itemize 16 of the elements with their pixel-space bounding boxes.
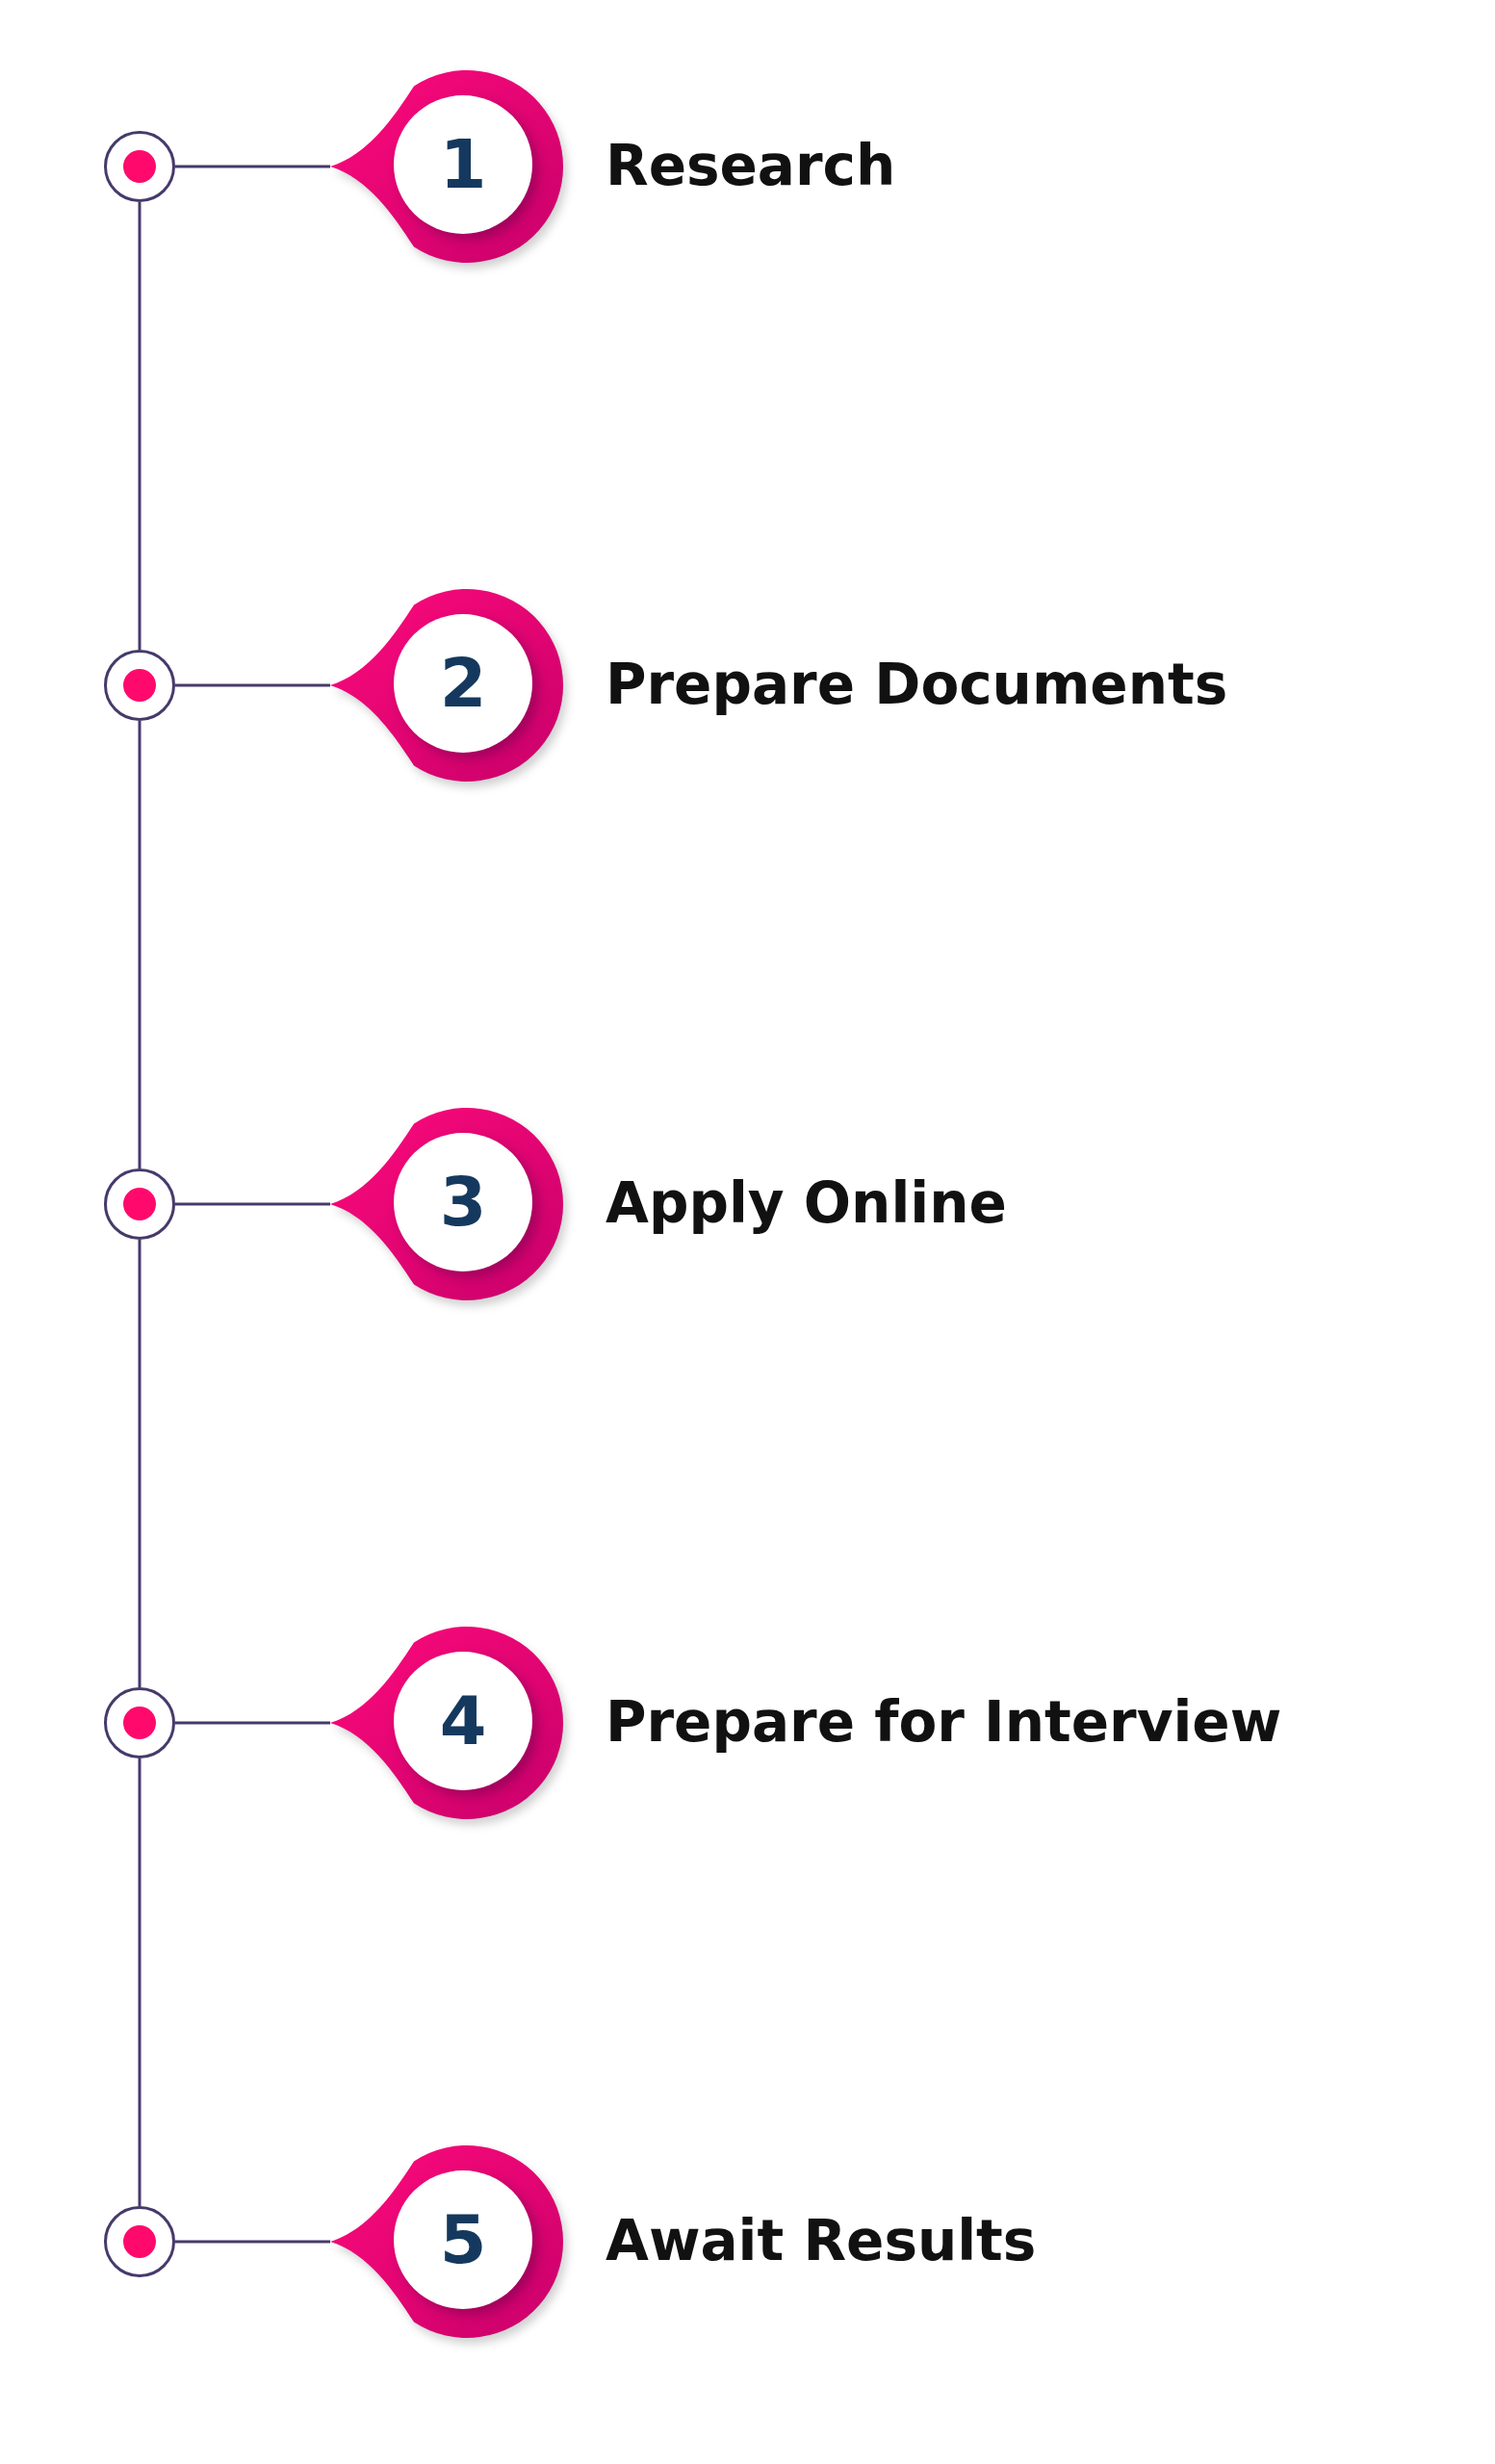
step-number: 5 <box>439 2206 487 2273</box>
connector-line <box>138 202 142 650</box>
connector-line <box>138 721 142 1168</box>
step-number: 2 <box>439 650 487 717</box>
step-number: 4 <box>439 1687 487 1755</box>
step-number: 1 <box>439 131 487 198</box>
connector-line <box>175 1202 330 1206</box>
connector-line <box>175 2240 330 2244</box>
connector-line <box>175 1721 330 1725</box>
step-number: 3 <box>439 1168 487 1236</box>
connector-line <box>175 683 330 687</box>
connector-line <box>138 1240 142 1687</box>
step-label: Research <box>606 138 896 193</box>
connector-line <box>175 165 330 168</box>
connector-line <box>138 1758 142 2206</box>
step-label: Await Results <box>606 2213 1037 2269</box>
